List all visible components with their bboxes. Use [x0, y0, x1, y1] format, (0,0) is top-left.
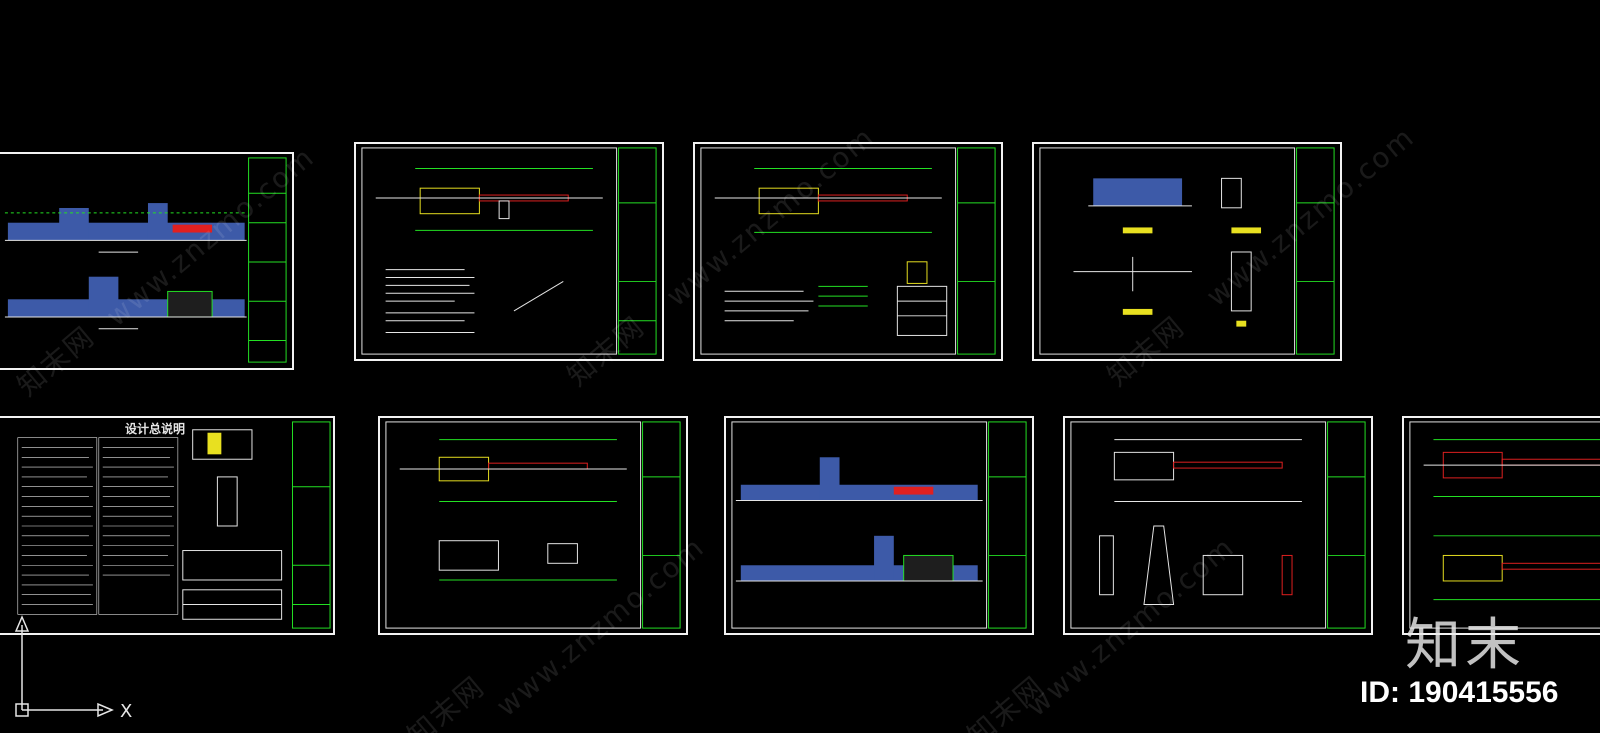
drawing-sheet-plans[interactable] [378, 416, 688, 635]
drawing-sheet-plan-table[interactable] [693, 142, 1003, 361]
design-notes-heading: 设计总说明 [125, 422, 186, 436]
drawing-sheet-plans-2[interactable] [1402, 416, 1600, 635]
ucs-axis-icon: X [14, 615, 132, 722]
drawing-sheet-plan-notes[interactable] [354, 142, 664, 361]
drawing-sheet-details[interactable] [1032, 142, 1342, 361]
watermark: 知末网 [960, 669, 1052, 733]
ucs-x-label: X [120, 701, 132, 722]
drawing-sheet-elevations-1[interactable] [0, 152, 294, 370]
drawing-sheet-design-notes[interactable]: 设计总说明 [0, 416, 335, 635]
watermark: 知末网 [400, 669, 492, 733]
brand-logo: 知末 [1405, 613, 1525, 678]
drawing-sheet-elevations-2[interactable] [724, 416, 1034, 635]
drawing-sheet-plan-details[interactable] [1063, 416, 1373, 635]
asset-id-label: ID: 190415556 [1360, 676, 1559, 709]
